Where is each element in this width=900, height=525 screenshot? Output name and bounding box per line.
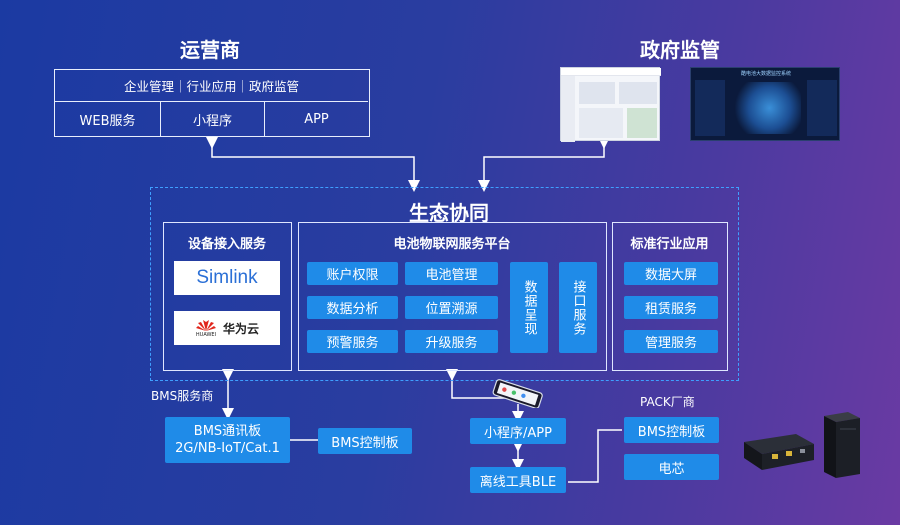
platform-btn-upgrade: 升级服务: [405, 330, 498, 353]
gov-screenshot-light: [560, 67, 661, 142]
platform-vertical-data: 数据呈现: [510, 262, 548, 353]
simlink-logo-box: Simlink: [174, 261, 280, 295]
ecosystem-container: [150, 187, 739, 381]
simlink-logo: Simlink: [196, 267, 258, 288]
dark-dashboard-title: 酷电池大数据监控系统: [740, 71, 791, 77]
platform-btn-analysis: 数据分析: [307, 296, 398, 319]
industry-btn-dashboard: 数据大屏: [624, 262, 718, 285]
ecosystem-title: 生态协同: [409, 201, 489, 225]
industry-apps-panel: 标准行业应用: [612, 222, 728, 371]
huawei-cloud-text: 华为云: [222, 321, 259, 336]
huawei-small-text: HUAWEI: [195, 332, 217, 338]
platform-btn-alert: 预警服务: [307, 330, 398, 353]
pack-control-board: BMS控制板: [624, 417, 719, 443]
pack-cell: 电芯: [624, 454, 719, 480]
operator-cell-web: WEB服务: [55, 102, 161, 136]
operator-cell-app: APP: [304, 111, 329, 127]
huawei-logo-box: HUAWEI 华为云: [174, 311, 280, 345]
mobile-miniapp: 小程序/APP: [470, 418, 566, 444]
industry-btn-management: 管理服务: [624, 330, 718, 353]
link-ble-pack: [568, 429, 622, 483]
bms-comm-board-line1: BMS通讯板: [193, 424, 262, 439]
industry-btn-rental: 租赁服务: [624, 296, 718, 319]
phone-icon: [492, 379, 543, 408]
bms-comm-board: BMS通讯板 2G/NB-IoT/Cat.1: [165, 417, 290, 463]
platform-btn-battery: 电池管理: [405, 262, 498, 285]
pack-vendor-label: PACK厂商: [640, 395, 695, 409]
platform-vertical-api: 接口服务: [559, 262, 597, 353]
bms-vendor-label: BMS服务商: [151, 389, 214, 403]
operator-box: 企业管理｜行业应用｜政府监管 WEB服务 小程序 APP: [54, 69, 370, 137]
device-access-title: 设备接入服务: [187, 237, 266, 252]
platform-panel: 电池物联网服务平台: [298, 222, 607, 371]
platform-btn-account: 账户权限: [307, 262, 398, 285]
operator-cell-miniapp: 小程序: [161, 102, 265, 136]
industry-apps-title: 标准行业应用: [630, 237, 709, 252]
huawei-flower-icon: [195, 320, 216, 331]
operator-title: 运营商: [180, 38, 240, 62]
bms-control-board-vendor: BMS控制板: [318, 428, 412, 454]
mobile-ble-tool: 离线工具BLE: [470, 467, 566, 493]
battery-pack-icon: [744, 434, 814, 470]
link-operator-ecosystem: [206, 137, 420, 192]
gov-screenshot-dark: 酷电池大数据监控系统: [690, 67, 840, 141]
government-title: 政府监管: [640, 38, 720, 62]
link-government-ecosystem: [478, 137, 610, 192]
device-access-panel: 设备接入服务 Simlink HUAWEI 华为云: [163, 222, 292, 371]
bms-comm-board-line2: 2G/NB-IoT/Cat.1: [175, 441, 280, 456]
battery-cabinet-icon: [824, 412, 860, 478]
platform-title: 电池物联网服务平台: [393, 237, 511, 252]
platform-btn-location: 位置溯源: [405, 296, 498, 319]
operator-top-row: 企业管理｜行业应用｜政府监管: [55, 70, 368, 102]
